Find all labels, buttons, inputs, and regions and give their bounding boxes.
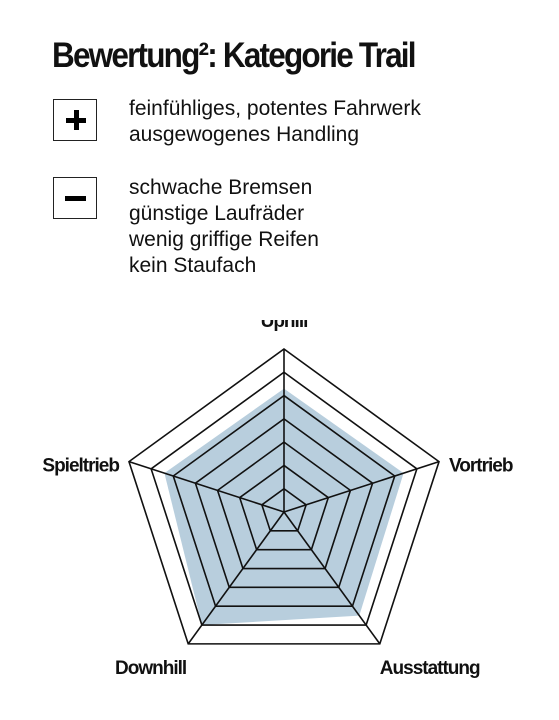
radar-ring [150,371,418,626]
axis-label: Downhill [115,658,186,679]
radar-spoke [128,460,285,513]
con-item: wenig griffige Reifen [129,228,319,251]
radar-spoke [187,511,285,645]
pros-list: feinfühliges, potentes Fahrwerk ausgewog… [129,96,421,148]
con-item: günstige Laufräder [129,202,305,225]
pro-item: ausgewogenes Handling [129,123,360,146]
pro-item: feinfühliges, potentes Fahrwerk [129,97,421,120]
axis-label: Vortrieb [449,456,513,477]
radar-ring [194,417,374,589]
con-item: schwache Bremsen [129,176,313,199]
radar-ring [260,487,308,532]
radar-ring [216,441,352,570]
axis-label: Spieltrieb [42,456,119,477]
axis-label: Uphill [261,320,308,332]
radar-spoke [283,511,381,645]
plus-icon [53,99,97,141]
minus-icon [53,177,97,219]
page-title: Bewertung²: Kategorie Trail [52,36,417,75]
radar-ring [172,394,396,607]
radar-spoke [283,460,440,513]
cons-list: schwache Bremsen günstige Laufräder weni… [129,175,319,279]
radar-ring [128,348,440,645]
con-item: kein Staufach [129,254,257,277]
axis-label: Ausstattung [380,658,480,679]
radar-ring [238,464,330,551]
